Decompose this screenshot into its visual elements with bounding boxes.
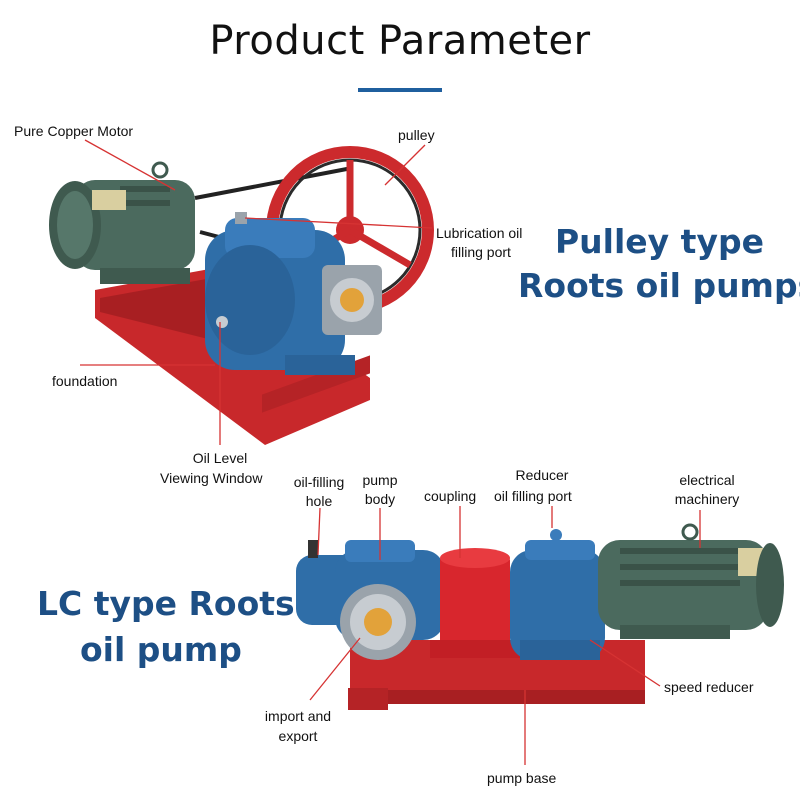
label-reducer-line2: oil filling port xyxy=(494,488,572,504)
page-title: Product Parameter xyxy=(209,18,591,64)
leader-import xyxy=(309,637,361,701)
label-oil-level-line2: Viewing Window xyxy=(160,470,263,486)
label-oil-filling-line1: oil-filling xyxy=(293,474,345,490)
label-oil-filling-line2: hole xyxy=(305,493,333,509)
label-lubrication-line1: Lubrication oil xyxy=(436,225,523,241)
lc-pump-illustration xyxy=(296,523,784,710)
label-import-line1: import and xyxy=(264,708,332,724)
label-import-line2: export xyxy=(278,728,318,744)
lc-motor-body xyxy=(598,523,784,639)
pulley-heading-line2: Roots oil pumps xyxy=(518,266,800,305)
label-lubrication-line2: filling port xyxy=(451,244,511,260)
label-coupling: coupling xyxy=(424,488,477,504)
pulley-pump-illustration xyxy=(49,146,434,445)
label-foundation: foundation xyxy=(52,373,118,389)
lc-pump-body xyxy=(296,540,445,660)
title-underline xyxy=(358,88,442,92)
leader-pulley xyxy=(384,144,426,186)
leader-motor xyxy=(84,139,176,191)
leader-oil-filling xyxy=(317,507,321,556)
label-speed-reducer: speed reducer xyxy=(664,679,754,695)
coupling-guard xyxy=(430,548,520,658)
label-reducer-line1: Reducer xyxy=(515,467,569,483)
label-pump-body-line2: body xyxy=(364,491,396,507)
pump-body xyxy=(205,212,382,375)
label-oil-level-line1: Oil Level xyxy=(192,450,248,466)
label-pump-base: pump base xyxy=(487,770,557,786)
reducer-body xyxy=(510,529,605,660)
label-pump-body-line1: pump xyxy=(362,472,398,488)
label-electrical-line2: machinery xyxy=(674,491,740,507)
motor-body xyxy=(49,161,195,284)
leader-lubrication xyxy=(244,217,433,229)
label-electrical-line1: electrical xyxy=(679,472,735,488)
lc-heading-line2: oil pump xyxy=(80,630,242,669)
pulley-heading-line1: Pulley type xyxy=(555,222,764,261)
leader-speed-reducer xyxy=(589,639,661,687)
leader-lines xyxy=(80,139,701,765)
label-pure-copper-motor: Pure Copper Motor xyxy=(14,123,134,139)
lc-heading-line1: LC type Roots xyxy=(37,584,295,623)
label-pulley: pulley xyxy=(398,127,435,143)
